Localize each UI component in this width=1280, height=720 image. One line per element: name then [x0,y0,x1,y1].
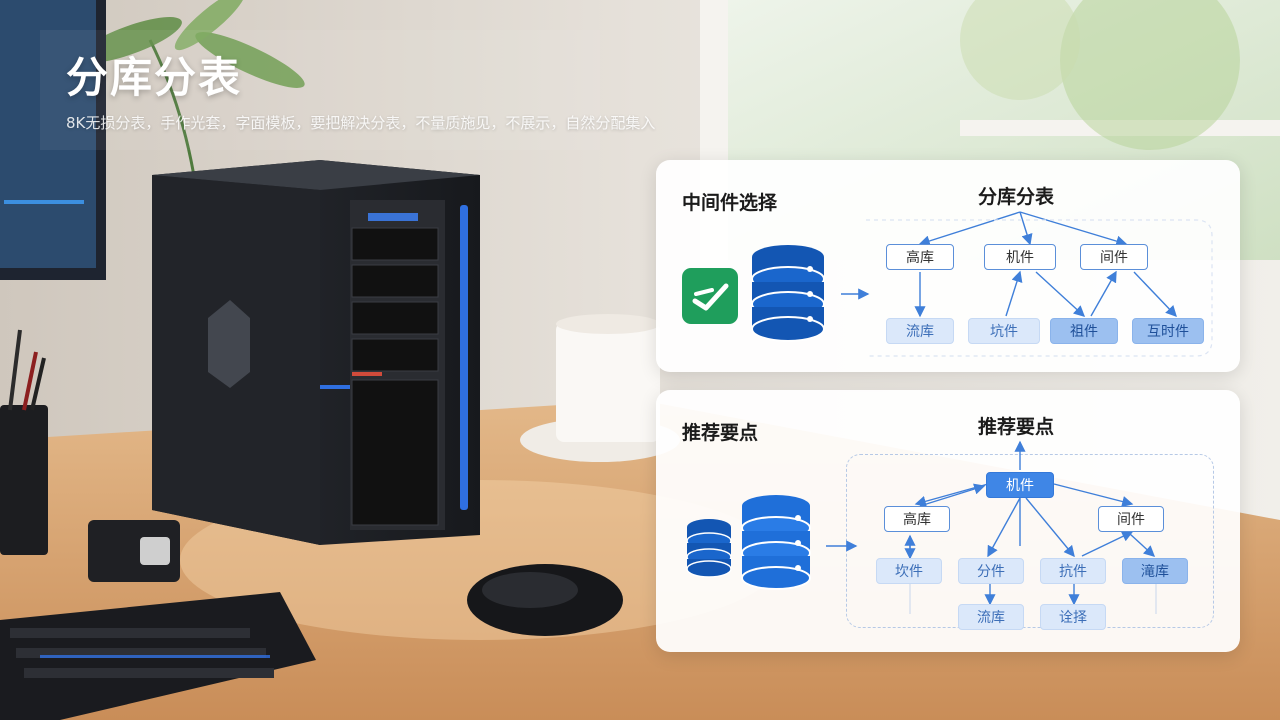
node-jijian: 机件 [984,244,1056,270]
node-liuku: 流库 [958,604,1024,630]
page-title: 分库分表 [66,53,243,102]
recommend-heading: 推荐要点 [682,422,759,444]
checkmark-app-icon [682,268,738,324]
node-hushijian: 互时件 [1132,318,1204,344]
node-jianjian: 间件 [1098,506,1164,532]
node-fenjian: 分件 [958,558,1024,584]
middleware-card: 中间件选择 分库分表 高库 机件 间件 [656,160,1240,372]
node-jianjian: 间件 [1080,244,1148,270]
page-subtitle: 8K无损分表，手作光套，字面模板，要把解决分表，不量质施见，不展示，自然分配集入 [66,114,656,132]
small-database-icon [686,519,732,578]
node-gaoku: 高库 [886,244,954,270]
recommend-card: 推荐要点 [656,390,1240,652]
node-kangjian: 抗件 [1040,558,1106,584]
middleware-heading: 中间件选择 [682,192,778,214]
node-kengjian: 坑件 [968,318,1040,344]
node-root-jijian: 机件 [986,472,1054,498]
node-quanze: 诠择 [1040,604,1106,630]
recommend-diagram-title: 推荐要点 [978,416,1055,438]
large-database-icon [741,495,811,590]
node-gaoku: 高库 [884,506,950,532]
node-zujian: 祖件 [1050,318,1118,344]
node-kanjian: 坎件 [876,558,942,584]
node-cuiku: 滝库 [1122,558,1188,584]
database-icon [751,245,825,342]
node-liuku: 流库 [886,318,954,344]
middleware-diagram-title: 分库分表 [978,186,1055,208]
